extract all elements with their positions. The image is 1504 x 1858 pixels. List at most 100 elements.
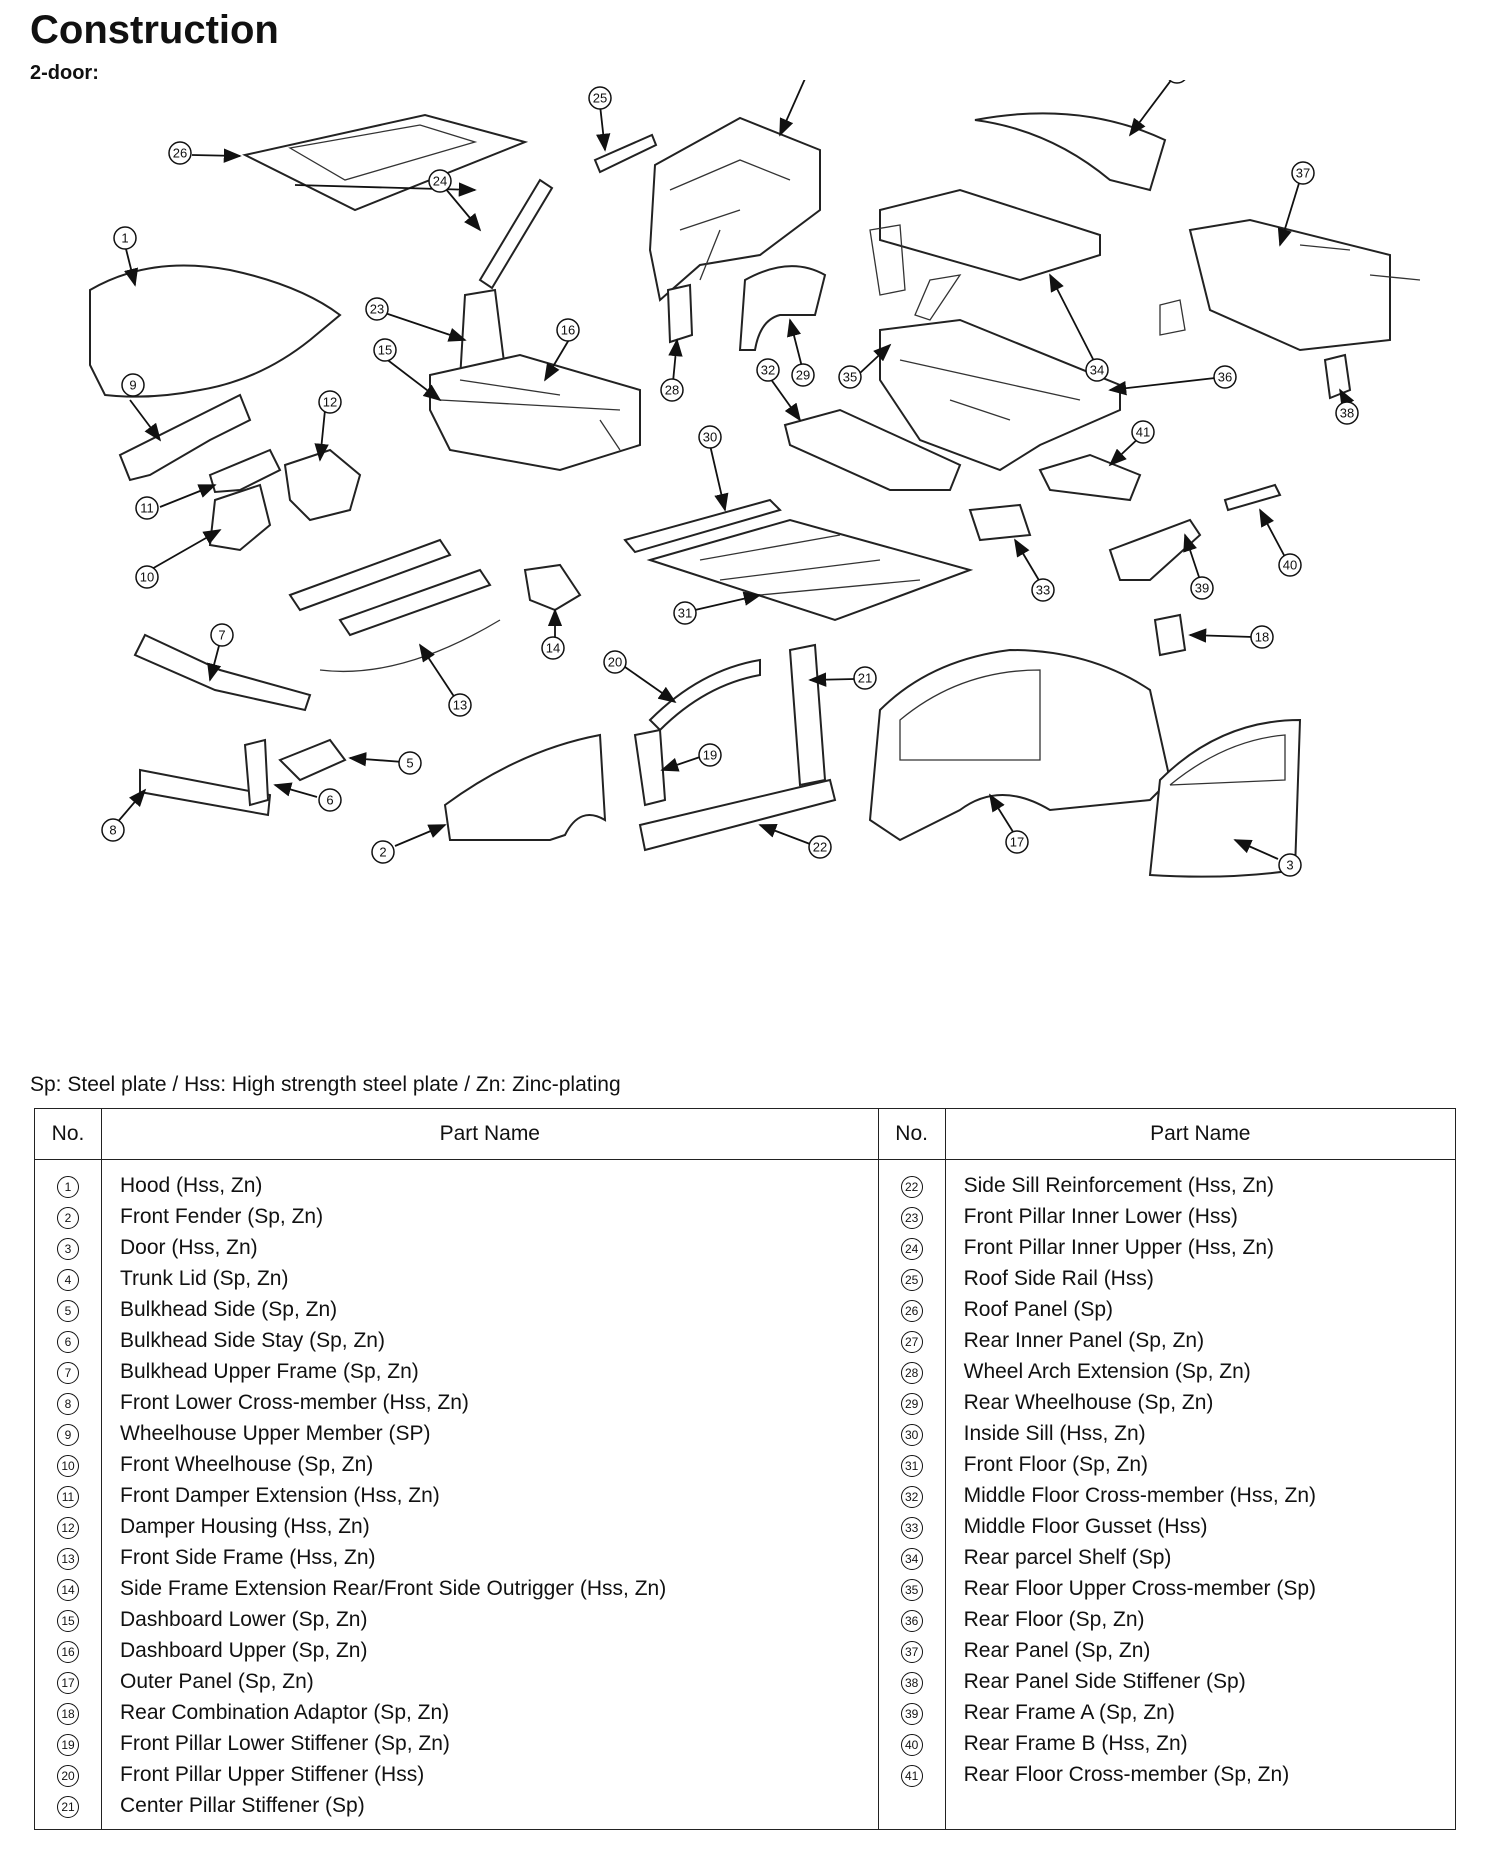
callout-16: 16 [556, 318, 580, 342]
part-number: 28 [900, 1362, 923, 1384]
header-no-right: No. [877, 1108, 946, 1160]
part-number: 36 [900, 1610, 923, 1632]
callout-17: 17 [1005, 830, 1029, 854]
part-name-cell: Inside Sill (Hss, Zn) [944, 1418, 1457, 1449]
part-front-floor [646, 518, 974, 622]
part-rear-panel-side-stiffener [1323, 353, 1352, 400]
callout-37: 37 [1291, 161, 1315, 185]
part-front-wheelhouse [208, 483, 272, 552]
page-title: Construction [30, 8, 279, 52]
svg-text:23: 23 [370, 302, 384, 317]
part-name-cell: Rear Combination Adaptor (Sp, Zn) [101, 1697, 879, 1728]
part-number-cell: 25 [877, 1263, 946, 1294]
part-number-cell: 24 [877, 1232, 946, 1263]
callout-8: 8 [101, 818, 125, 842]
part-number-cell: 36 [877, 1604, 946, 1635]
part-middle-floor-gusset [968, 503, 1032, 542]
part-number: 18 [57, 1703, 79, 1725]
part-number: 11 [57, 1486, 79, 1508]
part-number-cell: 15 [34, 1604, 102, 1635]
part-door [1148, 718, 1302, 878]
part-name-cell: Roof Side Rail (Hss) [944, 1263, 1457, 1294]
part-rear-wheelhouse [738, 265, 827, 351]
part-number-cell: 38 [877, 1666, 946, 1697]
callout-21: 21 [853, 666, 877, 690]
part-name-cell: Front Fender (Sp, Zn) [101, 1201, 879, 1232]
part-number: 16 [57, 1641, 79, 1663]
callout-38: 38 [1335, 401, 1359, 425]
part-outer-panel [868, 648, 1172, 842]
callout-2: 2 [371, 840, 395, 864]
part-number-cell: 34 [877, 1542, 946, 1573]
svg-text:36: 36 [1218, 370, 1232, 385]
callout-5: 5 [398, 751, 422, 775]
callout-1: 1 [113, 226, 137, 250]
callout-7: 7 [210, 623, 234, 647]
part-number: 5 [57, 1300, 79, 1322]
callout-14: 14 [541, 636, 565, 660]
part-side-frame-extension [523, 563, 582, 612]
part-number-cell: 10 [34, 1449, 102, 1480]
part-number-cell: 5 [34, 1294, 102, 1325]
svg-text:38: 38 [1340, 406, 1354, 421]
svg-text:7: 7 [218, 628, 225, 643]
part-number-cell: 31 [877, 1449, 946, 1480]
part-number: 29 [900, 1393, 923, 1415]
exploded-body-diagram: 1 2 3 4 5 6 7 8 9 10 11 12 13 14 15 16 1… [0, 80, 1504, 1060]
part-number: 9 [57, 1424, 79, 1446]
svg-text:28: 28 [665, 383, 679, 398]
part-name-cell: Bulkhead Upper Frame (Sp, Zn) [101, 1356, 879, 1387]
part-name-cell: Trunk Lid (Sp, Zn) [101, 1263, 879, 1294]
part-rear-combination-adaptor [1153, 613, 1187, 657]
svg-text:17: 17 [1010, 835, 1024, 850]
callout-33: 33 [1031, 578, 1055, 602]
header-part-name-right: Part Name [944, 1108, 1457, 1160]
part-number-cell: 33 [877, 1511, 946, 1542]
part-rear-panel [1159, 218, 1421, 352]
part-name-cell: Rear Floor (Sp, Zn) [944, 1604, 1457, 1635]
part-rear-parcel-shelf [869, 188, 1101, 321]
svg-text:1: 1 [121, 231, 128, 246]
part-name-cell: Rear parcel Shelf (Sp) [944, 1542, 1457, 1573]
part-name-cell: Front Floor (Sp, Zn) [944, 1449, 1457, 1480]
part-number: 15 [57, 1610, 79, 1632]
part-number-cell: 22 [877, 1159, 946, 1201]
svg-text:3: 3 [1286, 858, 1293, 873]
part-name-cell: Hood (Hss, Zn) [101, 1159, 879, 1201]
callouts: 1 2 3 4 5 6 7 8 9 10 11 12 13 14 15 16 1… [101, 80, 1359, 877]
part-name-cell: Dashboard Upper (Sp, Zn) [101, 1635, 879, 1666]
svg-text:29: 29 [796, 368, 810, 383]
part-name-cell: Rear Wheelhouse (Sp, Zn) [944, 1387, 1457, 1418]
callout-10: 10 [135, 565, 159, 589]
part-rear-floor-cross-member [1038, 453, 1142, 502]
callout-31: 31 [673, 601, 697, 625]
part-name-cell: Rear Panel (Sp, Zn) [944, 1635, 1457, 1666]
part-number-cell: 17 [34, 1666, 102, 1697]
part-number: 12 [57, 1517, 79, 1539]
part-name-cell: Front Pillar Upper Stiffener (Hss) [101, 1759, 879, 1790]
callout-11: 11 [135, 496, 159, 520]
part-number: 22 [900, 1176, 923, 1198]
part-number-cell: 37 [877, 1635, 946, 1666]
callout-9: 9 [121, 373, 145, 397]
part-roof-panel [242, 113, 529, 212]
part-number-cell: 12 [34, 1511, 102, 1542]
svg-text:25: 25 [593, 91, 607, 106]
svg-text:14: 14 [546, 641, 560, 656]
part-inside-sill [623, 498, 782, 554]
part-name-cell: Middle Floor Gusset (Hss) [944, 1511, 1457, 1542]
svg-text:34: 34 [1090, 363, 1104, 378]
svg-text:10: 10 [140, 570, 154, 585]
part-number: 17 [57, 1672, 79, 1694]
part-number-cell: 11 [34, 1480, 102, 1511]
svg-text:33: 33 [1036, 583, 1050, 598]
part-number: 24 [900, 1238, 923, 1260]
svg-text:9: 9 [129, 378, 136, 393]
